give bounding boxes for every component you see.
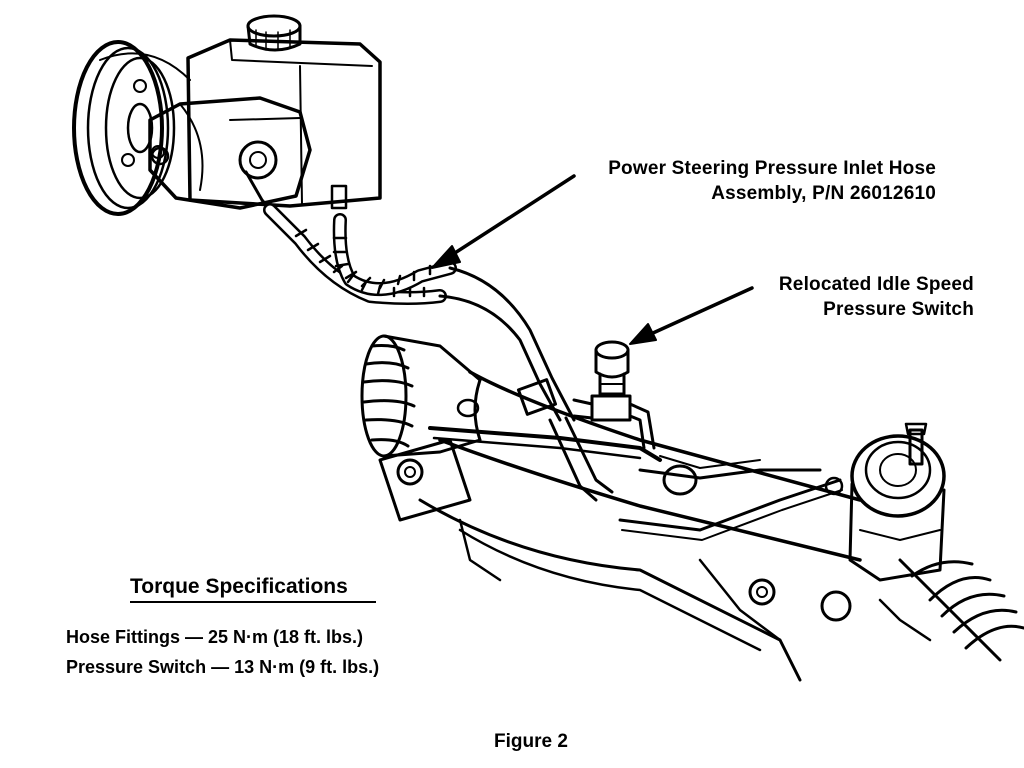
pressure-switch-callout: Relocated Idle Speed Pressure Switch	[680, 272, 974, 322]
figure-caption: Figure 2	[494, 731, 568, 752]
inlet-hose-callout: Power Steering Pressure Inlet Hose Assem…	[560, 156, 936, 206]
pump-pulley	[72, 40, 191, 216]
inlet-hose-callout-line1: Power Steering Pressure Inlet Hose	[608, 158, 936, 179]
valve-housing	[824, 422, 946, 582]
right-bellows-boot	[820, 558, 1024, 662]
crossmember	[418, 498, 802, 682]
pump-body	[148, 96, 348, 214]
steering-rack-housing	[378, 370, 862, 562]
pressure-switch-callout-line1: Relocated Idle Speed	[778, 274, 974, 295]
left-bellows-boot	[360, 334, 482, 458]
torque-specifications-title: Torque Specifications	[130, 575, 348, 598]
inlet-hose-callout-line2: Assembly, P/N 26012610	[711, 183, 936, 204]
torque-spec-hose-fittings: Hose Fittings — 25 N·m (18 ft. lbs.)	[66, 627, 364, 647]
pressure-switch-callout-line2: Pressure Switch	[823, 299, 974, 320]
pressure-inlet-hose	[263, 203, 614, 502]
torque-specifications-list: Hose Fittings — 25 N·m (18 ft. lbs.) Pre…	[66, 622, 379, 682]
idle-speed-pressure-switch	[572, 340, 656, 450]
torque-title-underline	[130, 601, 376, 603]
torque-spec-pressure-switch: Pressure Switch — 13 N·m (9 ft. lbs.)	[66, 657, 380, 677]
fluid-reservoir	[186, 14, 382, 208]
steel-transfer-lines	[618, 455, 843, 541]
callout-arrows	[431, 174, 754, 345]
